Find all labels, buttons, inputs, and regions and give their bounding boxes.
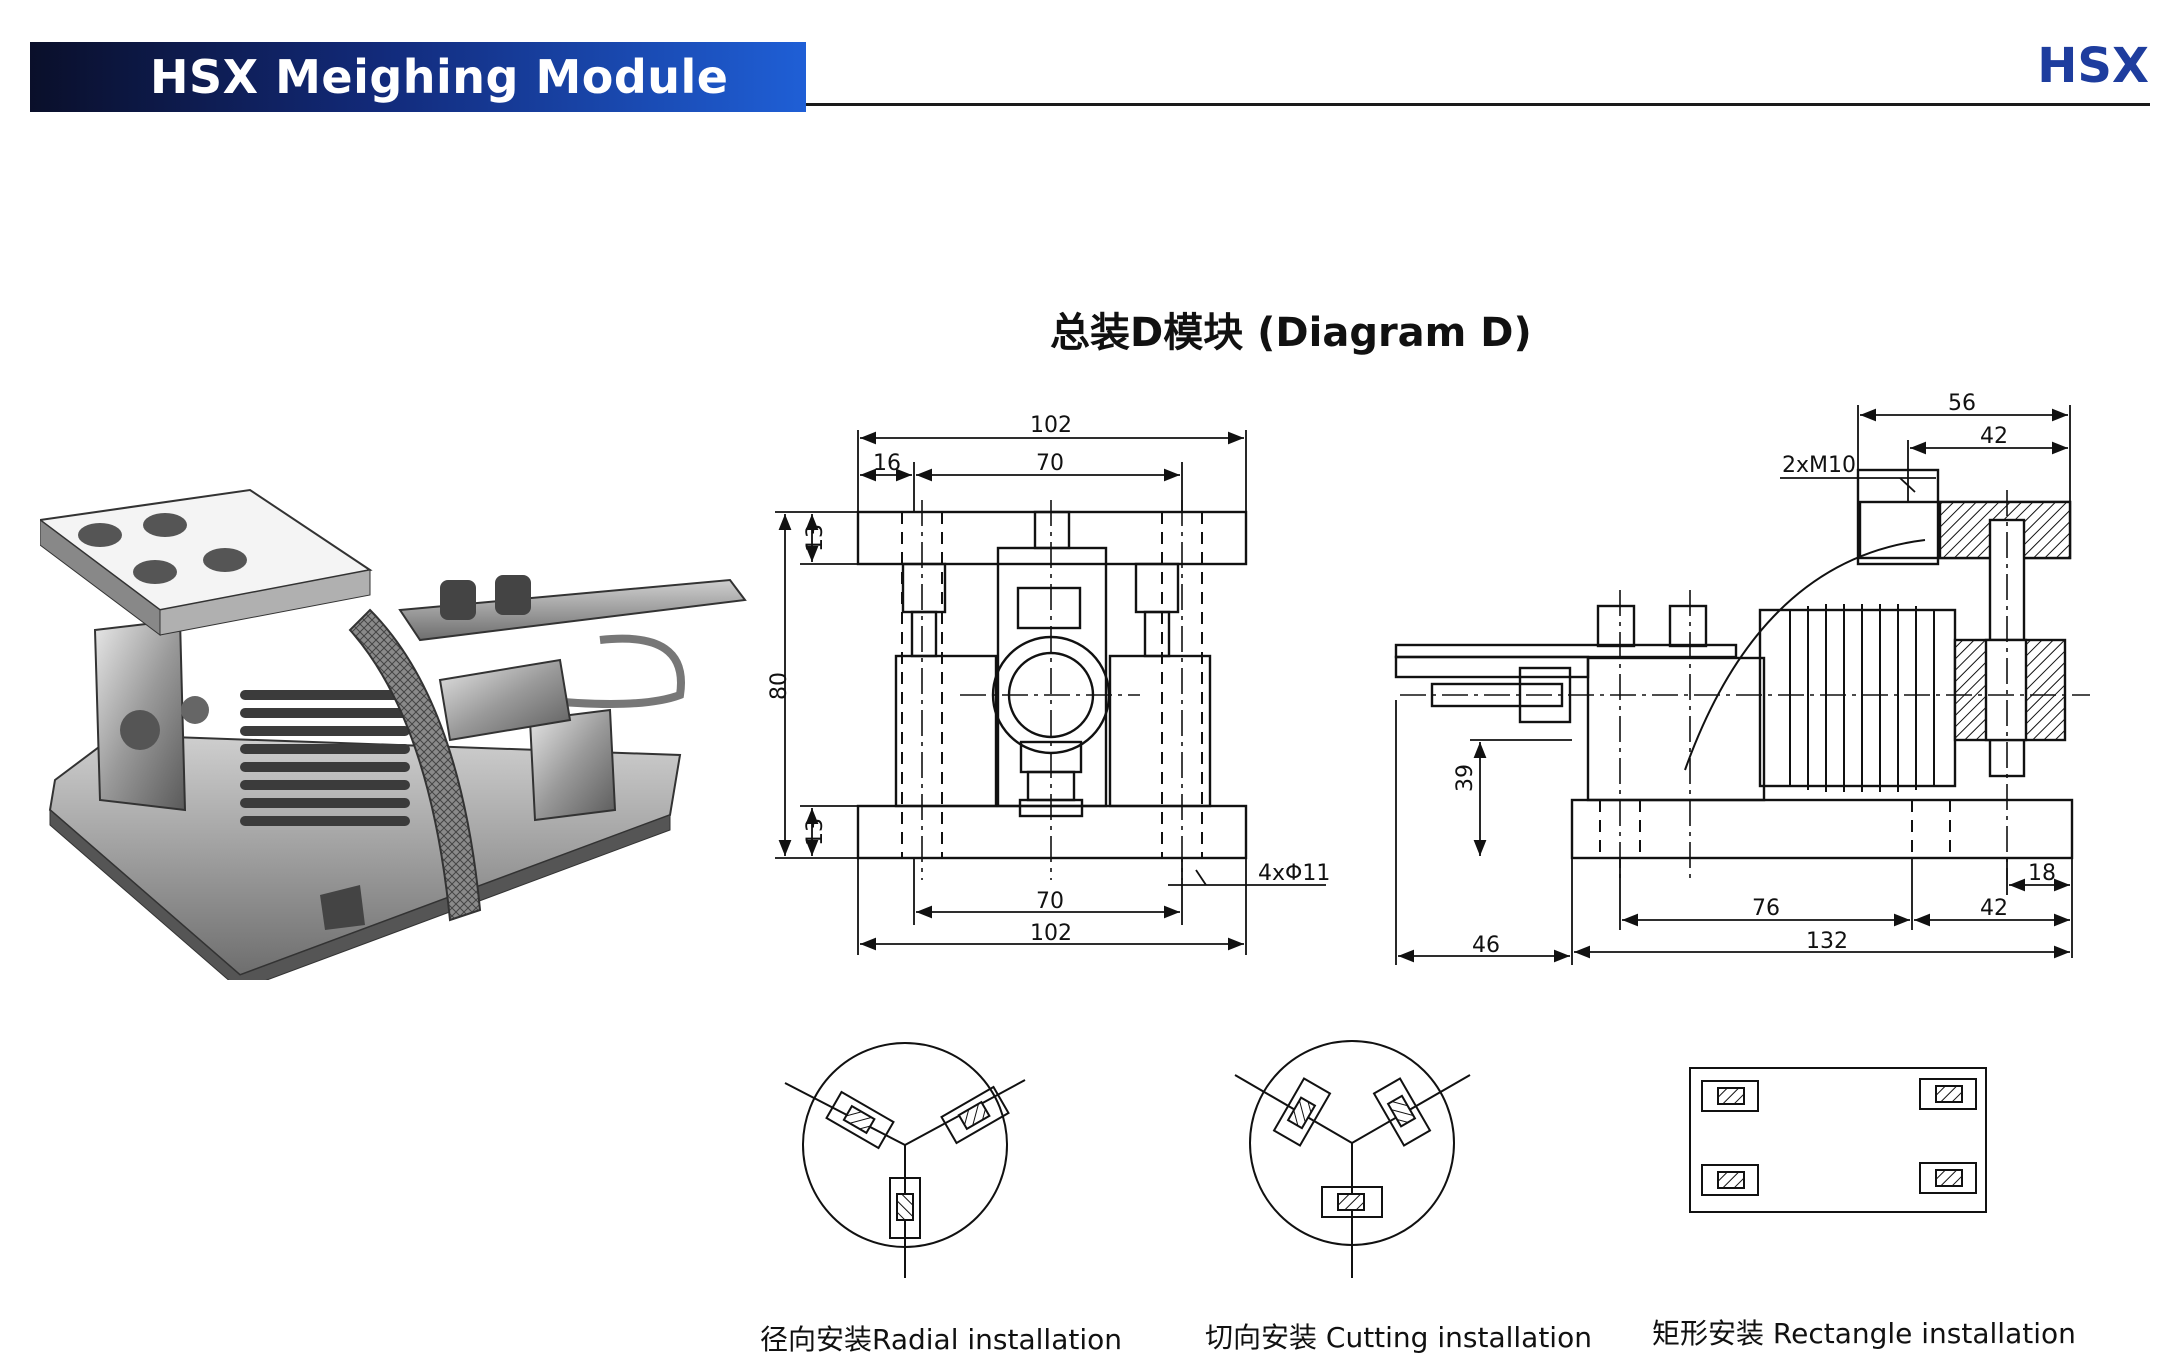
dim-front-13-top: 13 [803, 524, 828, 552]
cutting-installation-diagram [1234, 1040, 1471, 1278]
dim-side-18: 18 [2028, 861, 2056, 886]
front-view [856, 500, 1248, 880]
dim-front-102-bottom: 102 [1030, 921, 1072, 946]
dim-front-80: 80 [767, 672, 792, 700]
dim-front-70-top: 70 [1036, 451, 1064, 476]
dim-side-thread: 2xM10 [1782, 453, 1856, 478]
dim-front-16: 16 [873, 451, 901, 476]
product-photo [40, 488, 747, 980]
side-view [1394, 468, 2090, 880]
dim-side-76: 76 [1752, 896, 1780, 921]
dim-side-39: 39 [1453, 764, 1478, 792]
product-code: HSX [2037, 38, 2149, 94]
dim-side-42-top: 42 [1980, 424, 2008, 449]
dim-front-70-bottom: 70 [1036, 889, 1064, 914]
dim-side-132: 132 [1806, 929, 1848, 954]
rectangle-installation-diagram [1689, 1067, 1987, 1213]
dim-front-holes: 4xΦ11 [1258, 861, 1330, 886]
header-band [30, 42, 806, 112]
dim-side-46: 46 [1472, 933, 1500, 958]
page-title: HSX Meighing Module [150, 50, 729, 104]
dim-side-42-bottom: 42 [1980, 896, 2008, 921]
caption-cutting-installation: 切向安装 Cutting installation [1205, 1321, 1592, 1354]
header-rule [806, 103, 2150, 106]
dim-side-56: 56 [1948, 391, 1976, 416]
diagram-title: 总装D模块 (Diagram D) [1050, 310, 1532, 356]
dim-front-102-top: 102 [1030, 413, 1072, 438]
radial-installation-diagram [784, 1042, 1026, 1278]
caption-radial-installation: 径向安装Radial installation [760, 1323, 1122, 1356]
dim-front-13-bottom: 13 [803, 818, 828, 846]
caption-rectangle-installation: 矩形安装 Rectangle installation [1652, 1317, 2076, 1350]
